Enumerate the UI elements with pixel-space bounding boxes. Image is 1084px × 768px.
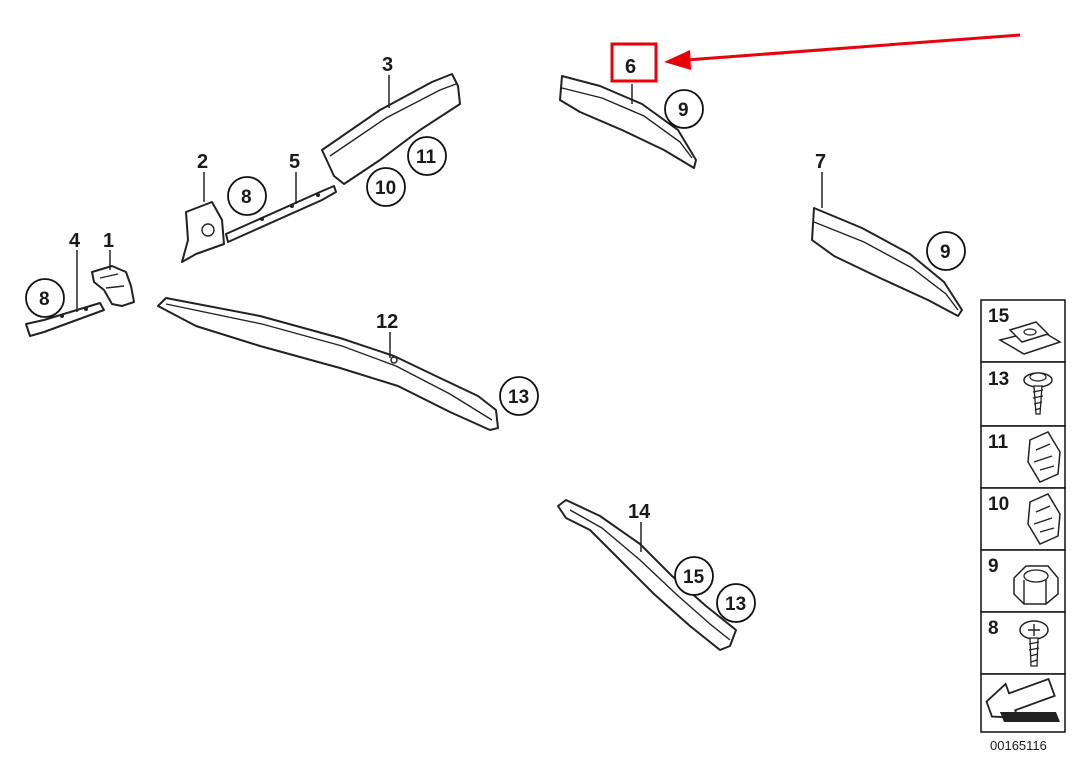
highlight-arrow: [664, 33, 1021, 70]
part-4-label: 4: [69, 230, 81, 252]
fastener-legend: 15 13 11 10 9: [980, 299, 1066, 733]
callout-8-mid-text: 8: [241, 187, 252, 208]
part-2-label: 2: [197, 151, 208, 173]
screw-washer-icon: [1023, 372, 1053, 415]
part-6-highlight-box: [610, 42, 658, 83]
hex-nut-icon: [1013, 565, 1059, 605]
diagram-id: 00165116: [990, 738, 1047, 753]
callout-11-text: 11: [416, 147, 437, 168]
legend-label-15: 15: [988, 306, 1010, 327]
part-5-strip: [225, 185, 337, 243]
part-2-bracket: [181, 201, 225, 263]
callout-9-top-text: 9: [678, 100, 689, 121]
part-14-label: 14: [628, 501, 651, 523]
callout-15: [674, 556, 714, 596]
part-5-label: 5: [289, 151, 300, 173]
part-12-sill-trim: [157, 297, 499, 431]
callout-8-mid: [227, 176, 267, 216]
legend-cell-8: [980, 611, 1066, 675]
part-7-trim-strip: [811, 207, 963, 317]
callout-13-bottom: [716, 583, 756, 623]
callout-13-mid: [499, 376, 539, 416]
callout-9-right: [926, 231, 966, 271]
callout-9-right-text: 9: [940, 242, 951, 263]
callout-11: [407, 136, 447, 176]
legend-label-13: 13: [988, 369, 1009, 390]
legend-label-11: 11: [988, 432, 1009, 453]
clip-icon-11: [1027, 431, 1061, 483]
callout-8-left: [25, 278, 65, 318]
part-14-pillar-trim: [557, 499, 737, 651]
callout-10-text: 10: [375, 178, 396, 199]
part-3-trim-panel: [321, 73, 461, 185]
part-6-trim-strip: [559, 75, 697, 169]
callout-10: [366, 167, 406, 207]
callout-8-left-text: 8: [39, 289, 50, 310]
clip-icon-10: [1027, 493, 1061, 545]
legend-label-10: 10: [988, 494, 1009, 515]
callout-13-mid-text: 13: [508, 387, 529, 408]
direction-arrow-icon: [985, 677, 1060, 722]
clip-nut-icon: [998, 321, 1062, 355]
callout-15-text: 15: [683, 567, 705, 588]
legend-label-9: 9: [988, 556, 999, 577]
callout-9-top: [664, 89, 704, 129]
flat-screw-icon: [1019, 620, 1049, 667]
part-4-strip: [25, 302, 105, 337]
part-3-label: 3: [382, 54, 393, 76]
legend-label-8: 8: [988, 618, 999, 639]
part-6-label: 6: [625, 56, 636, 78]
part-1-label: 1: [103, 230, 114, 252]
callout-13-bottom-text: 13: [725, 594, 746, 615]
legend-cell-13: [980, 361, 1066, 427]
part-1-trim: [91, 265, 135, 307]
part-12-label: 12: [376, 311, 398, 333]
part-7-label: 7: [815, 151, 826, 173]
